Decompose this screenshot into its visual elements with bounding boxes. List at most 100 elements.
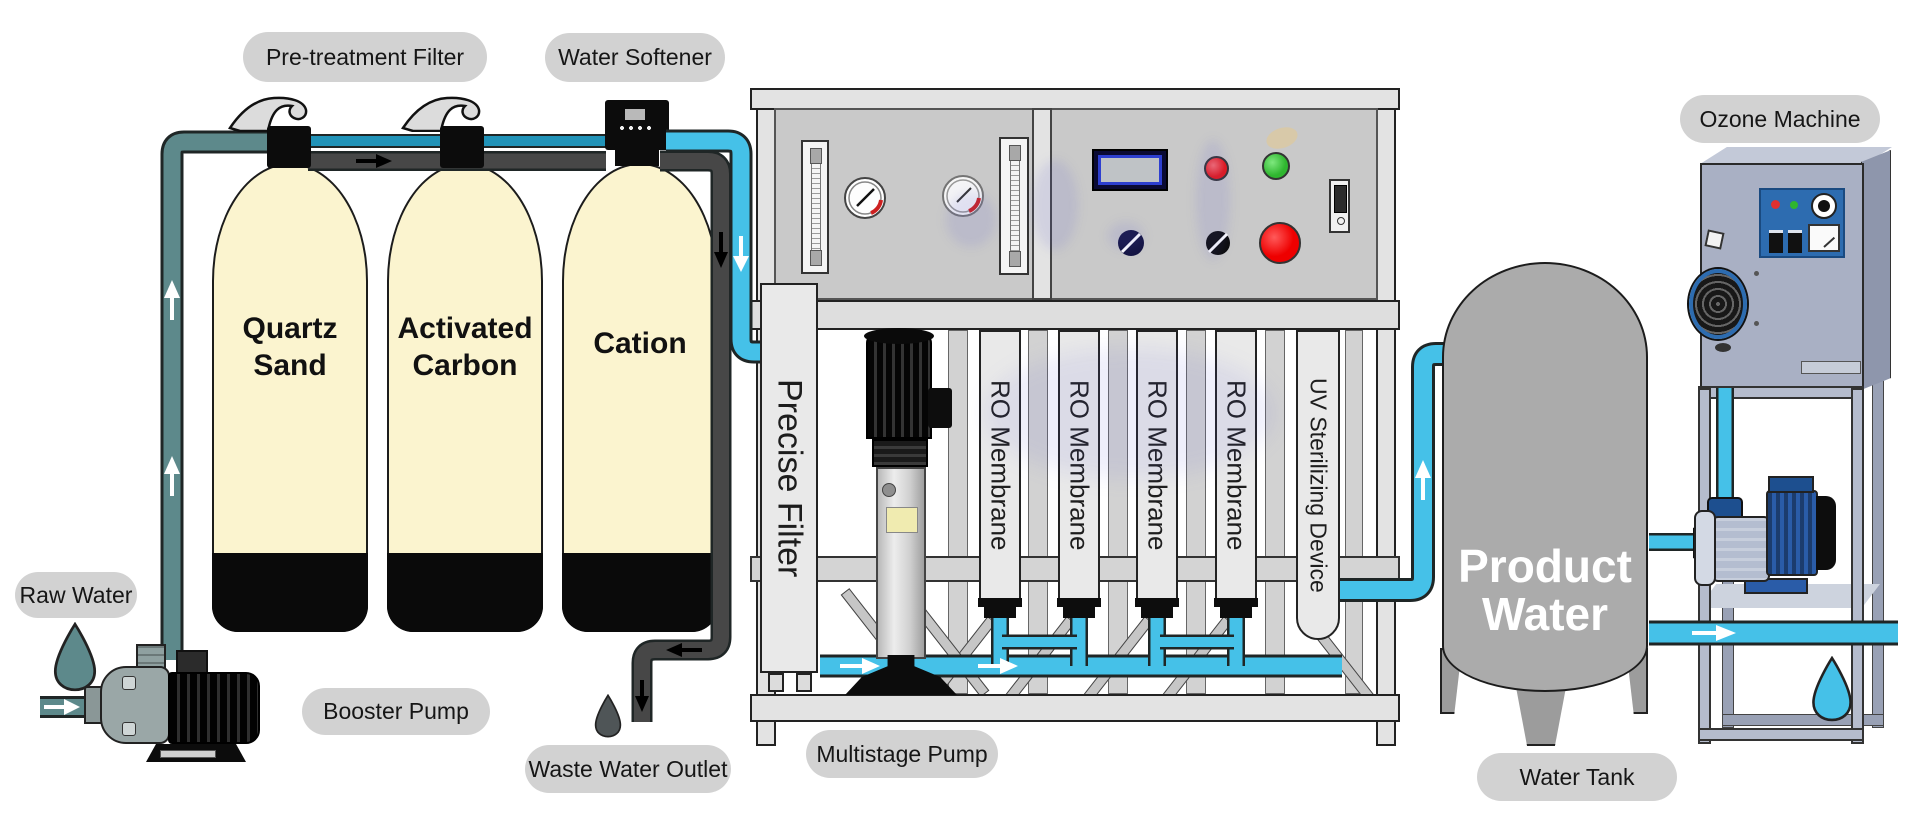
flow-arrow-down-icon xyxy=(714,232,728,268)
product-water-drop-icon xyxy=(1812,656,1852,722)
tank1-spout-icon xyxy=(228,96,308,132)
flowmeter-1-float-bottom xyxy=(810,250,822,266)
flowmeter-2-float-bottom xyxy=(1009,251,1021,267)
flow-arrow-right-icon xyxy=(840,658,880,674)
booster-pump-motor xyxy=(168,672,260,744)
flow-arrow-down-icon xyxy=(635,680,649,712)
smudge xyxy=(1032,160,1078,250)
flow-arrow-right-icon xyxy=(978,658,1018,674)
multistage-pump-label: Multistage Pump xyxy=(806,730,998,778)
precise-filter-foot xyxy=(768,673,784,692)
ozone-pump-motor xyxy=(1766,490,1818,576)
machine-base-bar xyxy=(750,694,1400,722)
uv-sterilizing-label: UV Sterilizing Device xyxy=(1305,377,1332,593)
ozone-machine-label: Ozone Machine xyxy=(1680,95,1880,143)
screw-icon xyxy=(1754,321,1759,326)
multistage-pump-tag xyxy=(886,507,918,533)
ozone-bottom-slot xyxy=(1801,361,1861,374)
ozone-switch xyxy=(1788,230,1802,253)
flow-arrow-left-icon xyxy=(666,643,702,657)
flowmeter-1-tube xyxy=(811,148,821,266)
ro-foot xyxy=(978,598,1022,607)
ro-membrane-label: RO Membrane xyxy=(1064,379,1095,551)
ro-membrane-column-3: RO Membrane xyxy=(1136,330,1178,600)
pre-treatment-filter-label: Pre-treatment Filter xyxy=(243,32,487,82)
uv-sterilizing-column: UV Sterilizing Device xyxy=(1296,330,1340,640)
screw-icon xyxy=(1754,271,1759,276)
smudge xyxy=(1196,140,1230,260)
quartz-sand-tank-base xyxy=(212,553,368,632)
panel-switch xyxy=(1329,179,1350,233)
multistage-pump-bolt xyxy=(882,483,896,497)
raw-riser-pipe xyxy=(163,133,268,660)
booster-pump-base-plate xyxy=(160,750,216,758)
panel-switch-dot xyxy=(1337,217,1345,225)
booster-pump-plug xyxy=(122,676,136,690)
flowmeter-1 xyxy=(801,140,829,274)
ozone-switch xyxy=(1769,230,1783,253)
softener-buttons xyxy=(620,126,656,130)
raw-water-drop-icon xyxy=(53,622,97,692)
ozone-fan-icon xyxy=(1689,269,1747,339)
multistage-pump-coupling xyxy=(872,439,928,467)
panel-display xyxy=(1092,149,1168,191)
precise-filter-label: Precise Filter xyxy=(770,378,809,578)
ozone-stand-bottom-bar xyxy=(1698,728,1864,741)
ro-foot xyxy=(1220,607,1252,618)
precise-filter-column: Precise Filter xyxy=(760,283,818,673)
softener-controller xyxy=(605,100,669,150)
ro-foot xyxy=(1141,607,1173,618)
raw-water-label: Raw Water xyxy=(15,572,137,618)
ro-foot xyxy=(1063,607,1095,618)
softener-neck xyxy=(615,148,659,166)
red-indicator-light xyxy=(1204,156,1229,181)
ro-membrane-label: RO Membrane xyxy=(985,379,1016,551)
frame-post xyxy=(1265,330,1285,694)
flow-arrow-right-icon xyxy=(356,154,392,168)
waste-water-drop-icon xyxy=(594,694,622,738)
frame-post xyxy=(948,330,968,694)
flow-arrow-down-icon xyxy=(733,236,749,272)
tank2-spout-icon xyxy=(401,96,481,132)
cation-tank-base xyxy=(562,553,718,632)
multistage-pump-motor-cap xyxy=(864,328,934,344)
emergency-stop-button xyxy=(1259,222,1301,264)
water-softener-label: Water Softener xyxy=(545,33,725,82)
smudge xyxy=(946,192,996,247)
frame-post xyxy=(1108,330,1128,694)
flowmeter-2-tube xyxy=(1010,145,1020,267)
waste-pipe xyxy=(634,153,729,722)
ozone-cabinet-top xyxy=(1700,147,1892,164)
waste-water-outlet-label: Waste Water Outlet xyxy=(525,745,731,793)
water-tank-label: Water Tank xyxy=(1477,753,1677,801)
flow-arrow-right-icon xyxy=(1692,625,1736,641)
ro-foot xyxy=(1057,598,1101,607)
flow-arrow-up-icon xyxy=(164,456,180,496)
ozone-pump-flange xyxy=(1694,510,1716,586)
frame-post xyxy=(1028,330,1048,694)
ozone-control-panel xyxy=(1759,188,1845,258)
softener-display xyxy=(625,109,645,120)
frame-post xyxy=(1345,330,1363,694)
panel-switch-lever xyxy=(1334,185,1347,213)
flowmeter-1-float-top xyxy=(810,148,822,164)
ro-membrane-label: RO Membrane xyxy=(1142,379,1173,551)
flowmeter-2 xyxy=(999,137,1029,275)
ozone-meter xyxy=(1808,224,1840,252)
ro-membrane-column-4: RO Membrane xyxy=(1215,330,1257,600)
ozone-green-light xyxy=(1790,201,1798,209)
flow-arrow-up-icon xyxy=(164,280,180,320)
ozone-pump-end-cap xyxy=(1816,496,1836,570)
ozone-red-light xyxy=(1771,200,1780,209)
ozone-pump-terminal-box xyxy=(1768,476,1814,493)
ozone-drain-hole xyxy=(1715,343,1731,352)
ozone-knob xyxy=(1811,193,1837,219)
multistage-pump-body xyxy=(876,467,926,659)
